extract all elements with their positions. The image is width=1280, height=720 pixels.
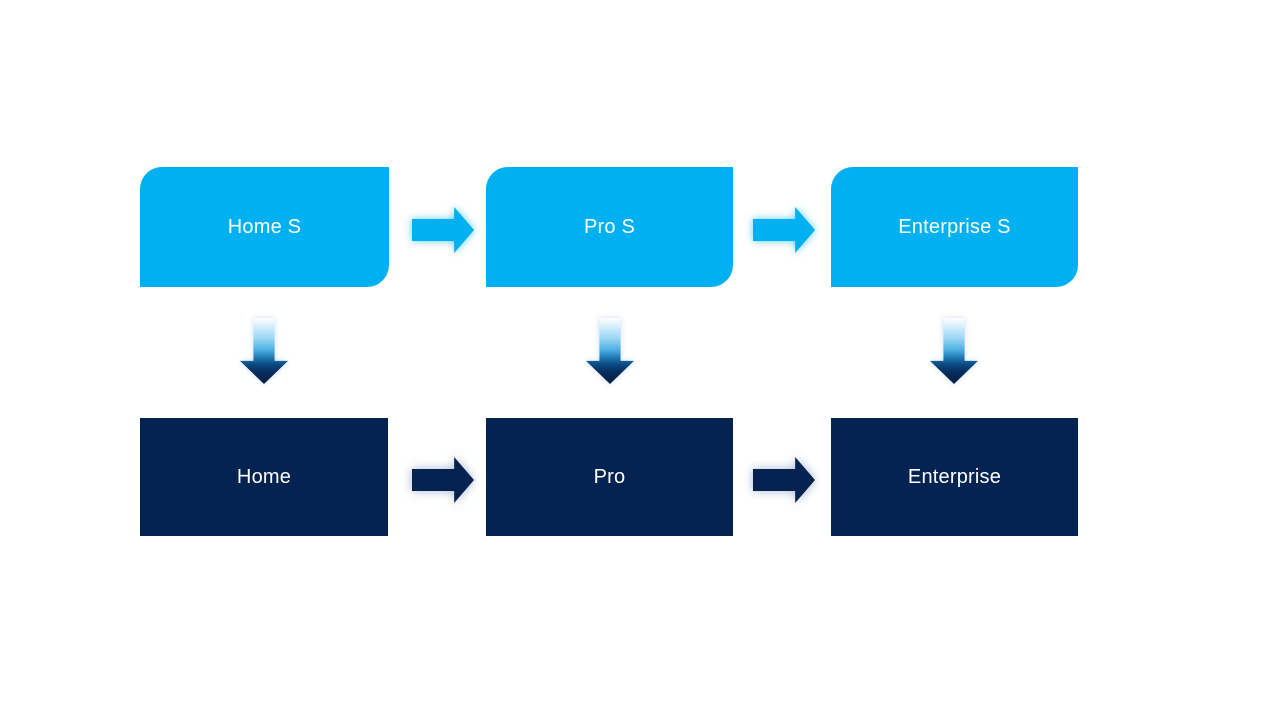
right-arrow-shape xyxy=(753,207,815,253)
down-arrow-shape xyxy=(240,318,288,384)
box-enterprise-s: Enterprise S xyxy=(831,167,1078,287)
right-arrow-shape xyxy=(412,457,474,503)
right-arrow-shape xyxy=(753,457,815,503)
down-arrow-icon xyxy=(240,318,288,384)
box-enterprise-s-label: Enterprise S xyxy=(898,215,1011,238)
box-home: Home xyxy=(140,418,388,536)
right-arrow-icon xyxy=(412,207,474,253)
right-arrow-icon xyxy=(412,457,474,503)
box-pro: Pro xyxy=(486,418,733,536)
box-enterprise: Enterprise xyxy=(831,418,1078,536)
box-enterprise-label: Enterprise xyxy=(907,465,1002,488)
box-pro-label: Pro xyxy=(593,465,626,488)
down-arrow-shape xyxy=(930,318,978,384)
down-arrow-icon xyxy=(930,318,978,384)
down-arrow-shape xyxy=(586,318,634,384)
box-home-s-label: Home S xyxy=(227,215,302,238)
down-arrow-icon xyxy=(586,318,634,384)
box-home-label: Home xyxy=(236,465,292,488)
right-arrow-icon xyxy=(753,457,815,503)
box-home-s: Home S xyxy=(140,167,389,287)
box-pro-s: Pro S xyxy=(486,167,733,287)
right-arrow-shape xyxy=(412,207,474,253)
right-arrow-icon xyxy=(753,207,815,253)
box-pro-s-label: Pro S xyxy=(583,215,636,238)
